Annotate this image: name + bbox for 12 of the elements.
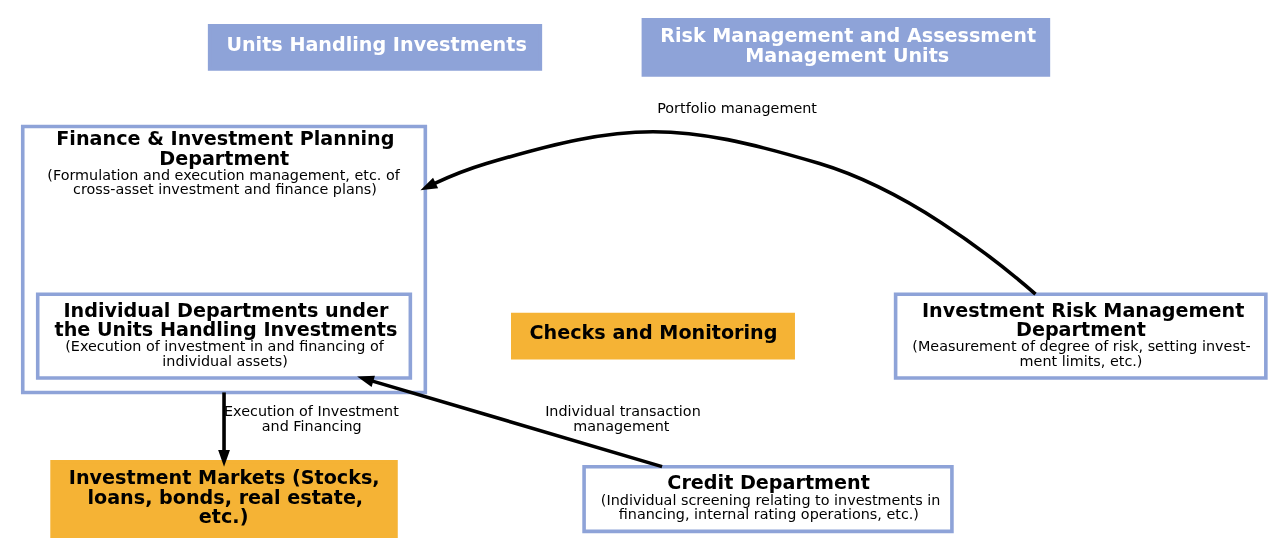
node-box: Investment Risk Management Department (Measurement of degree of risk, setting invest-ment limits, etc.) — [893, 292, 1268, 380]
arrow — [218, 392, 230, 467]
arrow — [357, 375, 663, 469]
node-box: Credit Department (Individual screening relating to investments in financing, internal rating operations, etc.) — [582, 464, 954, 534]
edge-label: Portfolio management — [657, 99, 817, 116]
node-box: Checks and Monitoring — [511, 312, 795, 360]
edge-label: Individual transaction management — [545, 402, 701, 435]
node-box: Units Handling Investments — [207, 24, 543, 71]
node-box: Investment Markets (Stocks, loans, bonds, real estate, etc.) — [50, 460, 398, 538]
node-box: Individual Departments under the Units Handling Investments (Execution of investment in and financing of individual assets) — [35, 292, 413, 380]
arrow — [420, 129, 1037, 296]
node-box: Risk Management and Assessment Management Units — [641, 18, 1051, 77]
